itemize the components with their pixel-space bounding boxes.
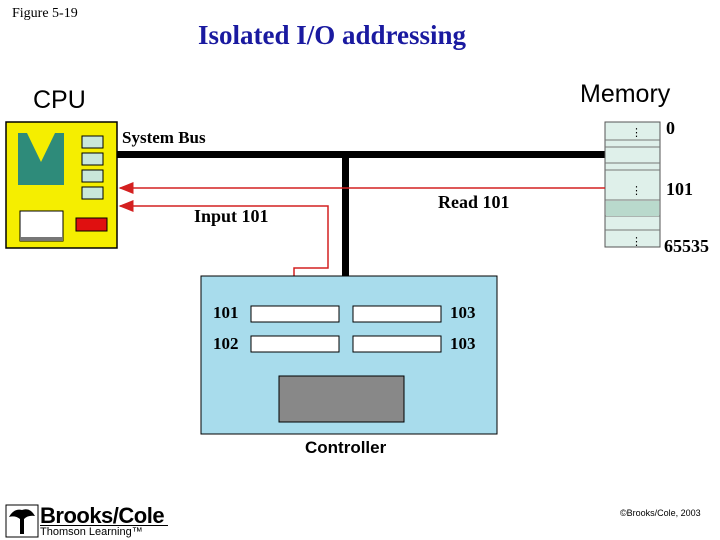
svg-text:⋮: ⋮ — [631, 126, 642, 139]
system-bus-label: System Bus — [122, 128, 206, 147]
svg-text:⋮: ⋮ — [631, 235, 642, 248]
controller-device — [278, 375, 405, 423]
register-label: 103 — [450, 334, 476, 353]
controller-label: Controller — [305, 438, 387, 457]
cpu-unit — [5, 121, 118, 249]
figure-label: Figure 5-19 — [12, 6, 78, 21]
tree-logo-icon — [5, 504, 39, 538]
bus-drop — [342, 158, 349, 276]
memory-label: Memory — [580, 80, 671, 108]
memory-address-last: 65535 — [664, 236, 709, 256]
cpu-indicator — [75, 217, 108, 232]
register-label: 102 — [213, 334, 239, 353]
controller-unit — [200, 275, 498, 435]
register-label: 101 — [213, 303, 239, 322]
logo-subtitle: Thomson Learning™ — [40, 526, 143, 538]
memory-address-first: 0 — [666, 118, 675, 138]
svg-text:⋮: ⋮ — [631, 184, 642, 197]
memory-address-mid: 101 — [666, 179, 693, 199]
logo-divider — [40, 525, 168, 526]
copyright-notice: ©Brooks/Cole, 2003 — [620, 508, 701, 518]
register-label: 103 — [450, 303, 476, 322]
read-signal-label: Read 101 — [438, 192, 510, 212]
memory-unit: ⋮ ⋮ ⋮ — [604, 121, 661, 248]
input-signal-label: Input 101 — [194, 206, 269, 226]
page-title: Isolated I/O addressing — [198, 20, 467, 50]
logo-name: Brooks/Cole — [40, 503, 165, 528]
system-bus — [117, 151, 607, 158]
cpu-label: CPU — [33, 86, 86, 114]
